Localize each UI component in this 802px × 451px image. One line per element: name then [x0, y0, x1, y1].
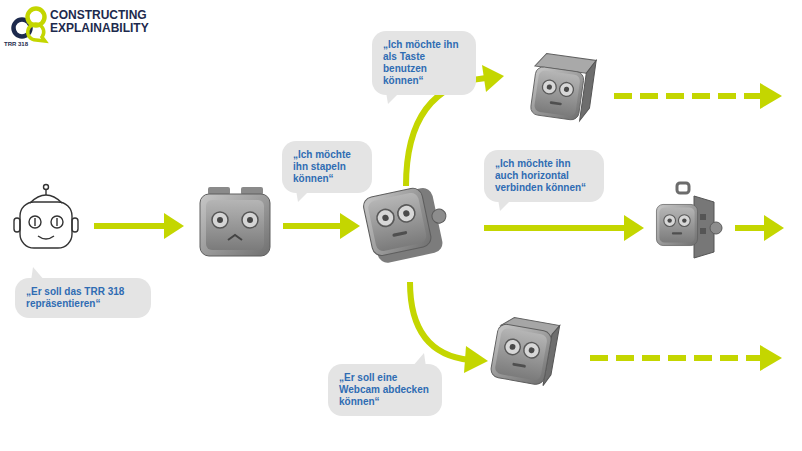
arrow-head — [164, 65, 784, 373]
bubble-tail — [386, 92, 404, 106]
robot-model — [528, 52, 596, 122]
speech-bubble: „Ich möchte ihn auch horizontal verbinde… — [484, 150, 604, 202]
flow-arrow — [94, 78, 766, 360]
robot-sketch — [14, 185, 78, 249]
speech-bubble: „Ich möchte ihn als Taste benutzen könne… — [372, 31, 476, 95]
logo-subtext: TRR 318 — [4, 41, 44, 48]
bubble-tail — [408, 353, 426, 367]
speech-bubble: „Ich möchte ihn stapeln können“ — [282, 141, 372, 193]
bubble-text: „Er soll eine Webcam abdecken können“ — [339, 372, 431, 408]
bubble-text: „Ich möchte ihn stapeln können“ — [293, 149, 361, 185]
bubble-text: „Er soll das TRR 318 repräsentieren“ — [26, 286, 140, 310]
bubble-tail-shape — [498, 199, 512, 211]
bubble-text: „Ich möchte ihn als Taste benutzen könne… — [383, 39, 465, 87]
bubble-tail — [296, 190, 314, 204]
bubble-text: „Ich möchte ihn auch horizontal verbinde… — [495, 158, 593, 194]
bubble-tail — [498, 199, 516, 213]
bubble-tail-shape — [386, 92, 400, 104]
bubble-tail-shape — [31, 267, 45, 281]
bubble-tail-shape — [412, 353, 426, 367]
bubble-tail — [31, 267, 49, 281]
robot-model — [656, 183, 722, 258]
robot-model — [490, 315, 560, 387]
robot-model — [362, 183, 453, 266]
speech-bubble: „Er soll eine Webcam abdecken können“ — [328, 364, 442, 416]
logo-mark — [14, 9, 46, 42]
robot-model — [200, 187, 270, 256]
speech-bubble: „Er soll das TRR 318 repräsentieren“ — [15, 278, 151, 318]
logo-wordmark: CONSTRUCTING EXPLAINABILITY — [50, 9, 170, 35]
bubble-tail-shape — [296, 190, 310, 202]
